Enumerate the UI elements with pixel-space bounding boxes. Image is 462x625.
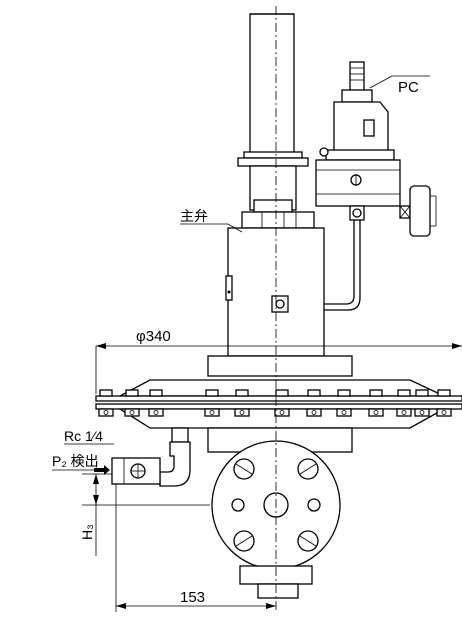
flange-bolt bbox=[274, 389, 290, 417]
flange-bolt bbox=[204, 389, 220, 417]
port-thread-label: Rc 1⁄4 bbox=[64, 428, 103, 444]
pilot-label: PC bbox=[398, 79, 419, 96]
flange-bolt bbox=[234, 389, 250, 417]
spring-column bbox=[237, 13, 315, 229]
p2-sensing-pipe bbox=[94, 427, 191, 487]
main-valve-body bbox=[225, 227, 325, 357]
flange-bolt bbox=[148, 389, 164, 417]
flange-bolt bbox=[436, 389, 452, 417]
diameter-label: φ340 bbox=[136, 328, 171, 345]
main-valve-label: 主弁 bbox=[180, 208, 208, 224]
h3-label: H₃ bbox=[79, 524, 95, 540]
p2-sense-label: P₂ 検出 bbox=[52, 453, 99, 469]
flange-bolt bbox=[124, 389, 140, 417]
dimensions bbox=[82, 343, 462, 612]
pilot-regulator bbox=[315, 61, 437, 237]
offset-label: 153 bbox=[180, 589, 205, 606]
flange-bolts bbox=[98, 389, 452, 417]
flange-bolt bbox=[306, 389, 322, 417]
flange-bolt bbox=[414, 389, 430, 417]
flange-bolt bbox=[336, 389, 352, 417]
leader-lines bbox=[52, 75, 430, 471]
flange-bolt bbox=[98, 389, 114, 417]
flange-bolt bbox=[396, 389, 412, 417]
diaphragm-case bbox=[95, 355, 462, 453]
flange-bolt bbox=[368, 389, 384, 417]
